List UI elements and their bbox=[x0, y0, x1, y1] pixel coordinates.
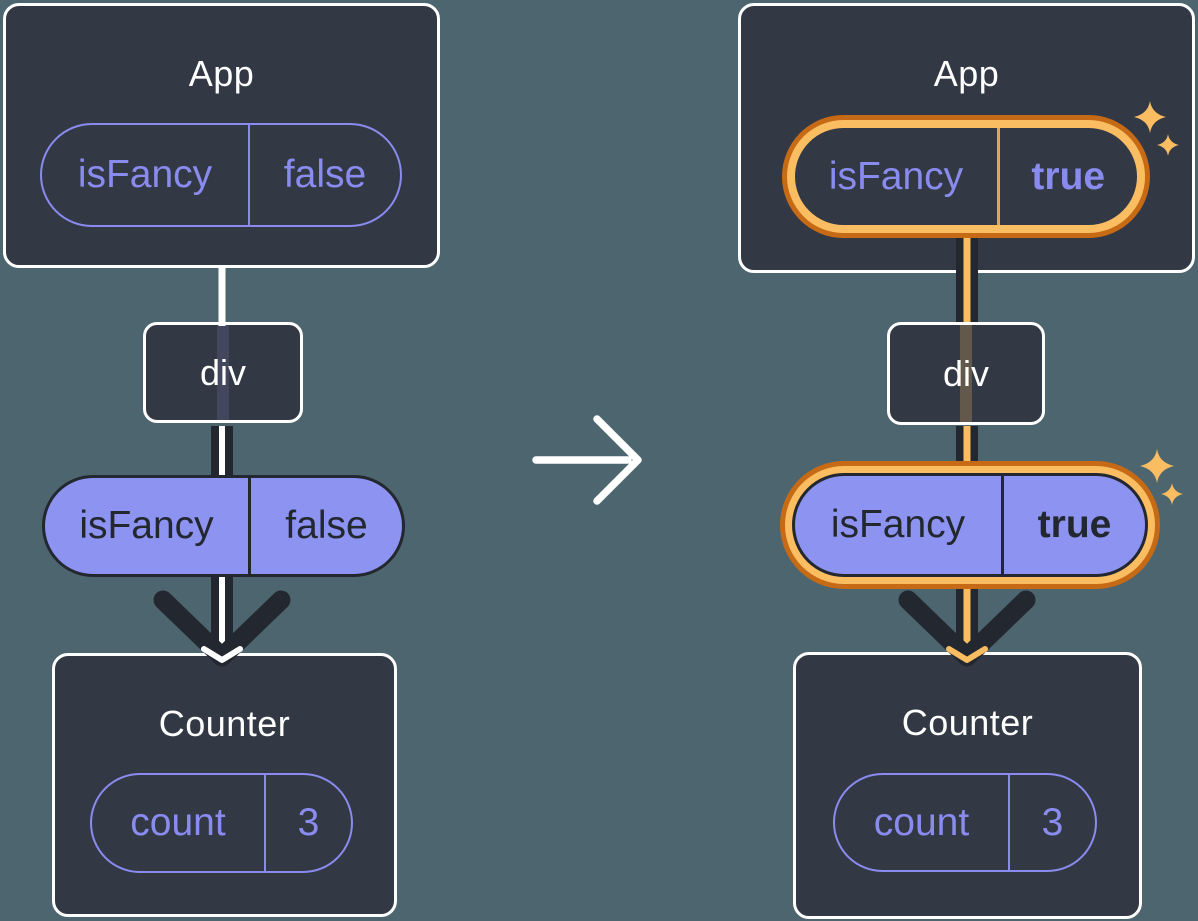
after-app-state-value: true bbox=[1031, 154, 1106, 198]
before-app-state-value: false bbox=[283, 153, 367, 196]
before-counter-state-name: count bbox=[130, 801, 226, 844]
pill-divider bbox=[1008, 775, 1010, 870]
before-prop-value: false bbox=[285, 504, 368, 547]
after-div-label: div bbox=[942, 352, 990, 394]
after-counter-title: Counter bbox=[901, 702, 1034, 743]
before-counter-title: Counter bbox=[158, 703, 291, 744]
pill-divider bbox=[248, 125, 250, 225]
after-counter-state-value: 3 bbox=[1041, 800, 1064, 844]
sparkle-icon bbox=[1161, 483, 1183, 505]
before-app-state-name: isFancy bbox=[77, 153, 213, 196]
after-counter-state-pill: count 3 bbox=[833, 773, 1097, 872]
after-div-thread-stripe bbox=[960, 325, 972, 422]
before-app-state-pill: isFancy false bbox=[40, 123, 402, 227]
before-counter-state-value: 3 bbox=[297, 801, 320, 844]
before-prop-name: isFancy bbox=[79, 504, 214, 547]
before-prop-pill: isFancy false bbox=[42, 475, 405, 577]
after-arrowhead-dark bbox=[898, 590, 1036, 667]
before-div-label: div bbox=[199, 351, 247, 393]
after-app-title: App bbox=[933, 53, 1000, 94]
after-prop-pill-highlighted: isFancy true bbox=[792, 473, 1148, 577]
after-app-state-pill-highlighted: isFancy true bbox=[787, 120, 1145, 233]
before-arrowhead-dark bbox=[153, 590, 291, 667]
before-div-node-box: div bbox=[143, 322, 303, 423]
after-div-node-box: div bbox=[887, 322, 1045, 425]
transition-arrow-icon bbox=[532, 415, 642, 505]
after-app-state-name: isFancy bbox=[828, 154, 964, 198]
pill-divider bbox=[1001, 476, 1004, 574]
after-prop-name: isFancy bbox=[830, 503, 966, 546]
pill-divider bbox=[264, 775, 266, 871]
before-div-thread-stripe bbox=[217, 325, 229, 420]
after-counter-state-name: count bbox=[873, 800, 970, 844]
sparkle-icon bbox=[1140, 449, 1174, 483]
pill-divider bbox=[997, 128, 1000, 225]
before-app-title: App bbox=[188, 53, 255, 94]
pill-divider bbox=[248, 478, 251, 574]
before-counter-state-pill: count 3 bbox=[90, 773, 353, 873]
after-prop-value: true bbox=[1037, 503, 1112, 546]
